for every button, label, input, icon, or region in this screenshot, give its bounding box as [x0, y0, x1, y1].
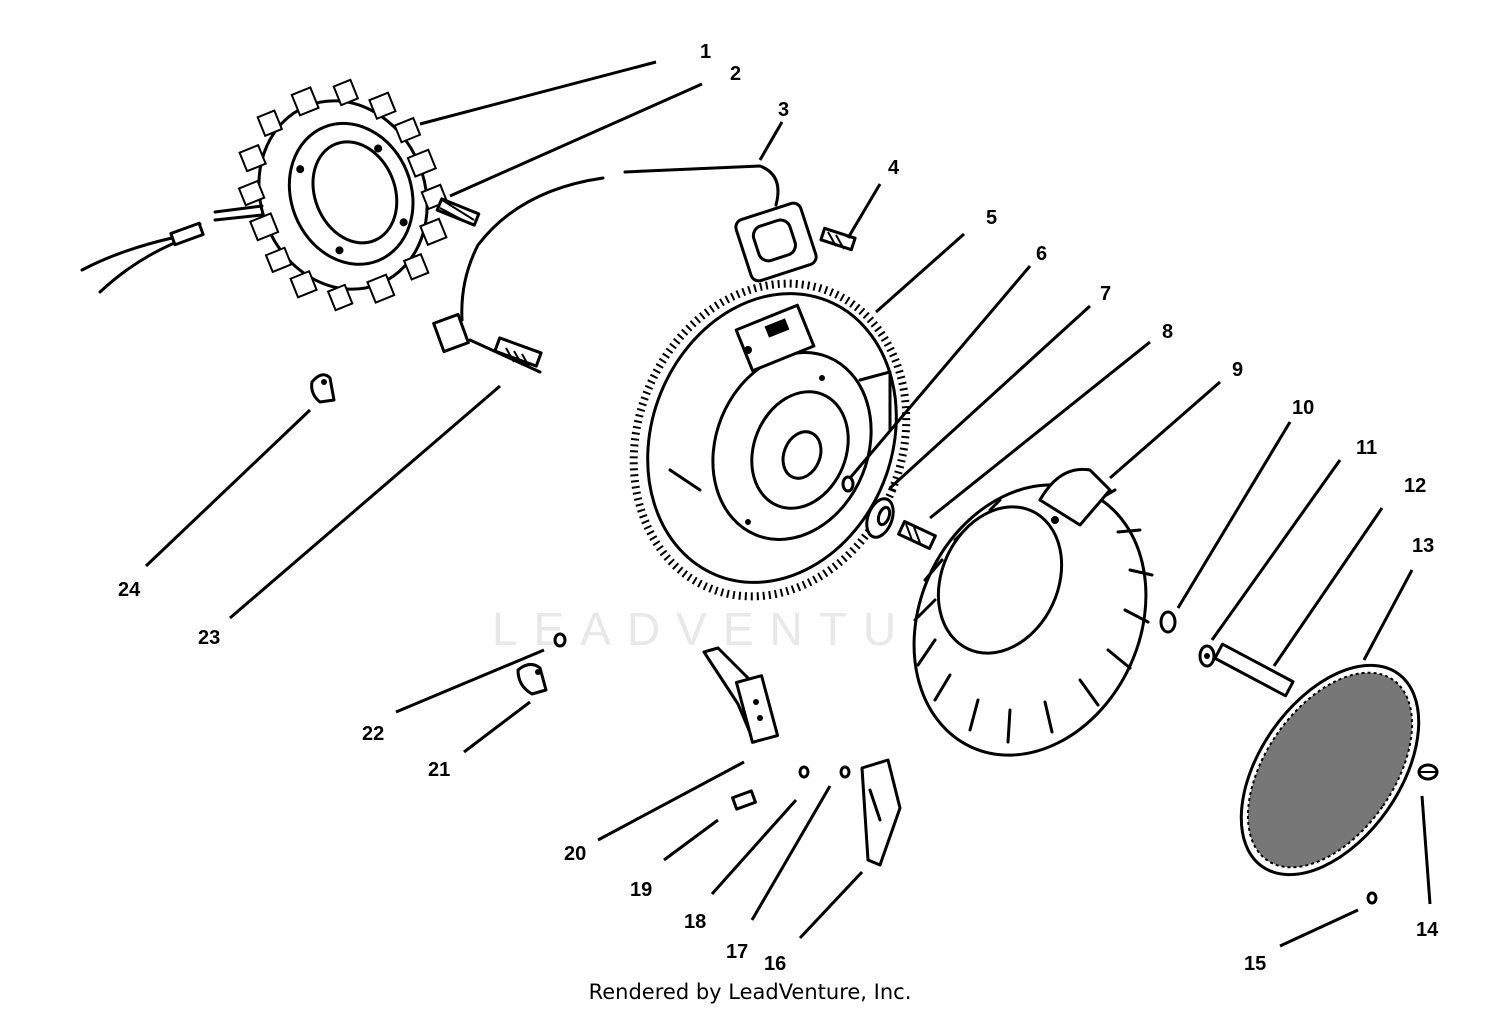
part-washer-10 [1159, 610, 1177, 634]
leader-17 [750, 785, 832, 921]
callout-1: 1 [700, 41, 711, 63]
footer-credit: Rendered by LeadVenture, Inc. [588, 980, 912, 1004]
callout-23: 23 [198, 627, 220, 649]
callout-10: 10 [1292, 397, 1314, 419]
leader-7 [888, 304, 1092, 490]
leader-24 [144, 408, 312, 568]
part-bolt-8 [897, 519, 937, 551]
callout-12: 12 [1404, 475, 1426, 497]
leader-23 [229, 384, 501, 620]
callout-5: 5 [986, 207, 997, 229]
leader-9 [1109, 380, 1221, 480]
part-bolt-2 [435, 197, 481, 227]
leader-21 [463, 700, 531, 754]
part-nut-18 [798, 765, 810, 779]
callout-21: 21 [428, 759, 450, 781]
callout-20: 20 [564, 843, 586, 865]
callout-16: 16 [764, 953, 786, 975]
callout-15: 15 [1244, 953, 1266, 975]
callout-4: 4 [888, 157, 900, 179]
callout-3: 3 [778, 99, 789, 121]
leader-16 [798, 870, 864, 940]
part-nut-15 [1366, 891, 1378, 905]
part-screen [1239, 663, 1421, 877]
callout-17: 17 [726, 941, 748, 963]
callout-2: 2 [730, 63, 741, 85]
leader-1 [419, 60, 657, 126]
part-bracket-20 [702, 646, 780, 744]
leader-20 [597, 760, 745, 842]
callout-14: 14 [1416, 919, 1439, 941]
part-fan [912, 467, 1154, 757]
callout-19: 19 [630, 879, 652, 901]
part-bracket-16 [860, 758, 902, 867]
watermark-text: LEADVENTURE [492, 603, 1008, 655]
callout-11: 11 [1356, 437, 1377, 459]
part-screw-14 [1417, 763, 1439, 781]
part-clip-24 [310, 373, 336, 404]
callout-13: 13 [1412, 535, 1434, 557]
leader-19 [663, 818, 719, 862]
leader-2 [449, 82, 703, 198]
part-bolt-4 [819, 226, 857, 252]
callout-24: 24 [118, 579, 141, 601]
leader-15 [1279, 908, 1359, 948]
part-clip-21 [516, 663, 548, 696]
leader-4 [846, 183, 882, 239]
callout-6: 6 [1036, 243, 1047, 265]
leader-lines [144, 60, 1432, 948]
leader-5 [875, 232, 965, 314]
leader-8 [929, 340, 1151, 520]
leader-12 [1272, 507, 1384, 667]
callout-7: 7 [1100, 283, 1111, 305]
leader-18 [710, 799, 798, 895]
leader-22 [395, 648, 545, 714]
callout-9: 9 [1232, 359, 1243, 381]
part-key-6 [841, 475, 855, 493]
callout-labels: 1 2 3 4 5 6 7 8 9 10 11 12 13 14 15 16 1… [118, 41, 1439, 975]
leader-11 [1210, 459, 1342, 641]
part-ignition-module [432, 164, 818, 374]
leader-3 [758, 121, 784, 161]
callout-8: 8 [1162, 321, 1173, 343]
leader-13 [1362, 569, 1414, 661]
callout-22: 22 [362, 723, 384, 745]
leader-6 [848, 265, 1032, 479]
part-washer-7 [865, 497, 895, 539]
part-flywheel [629, 279, 911, 601]
leader-14 [1420, 795, 1432, 905]
part-screw-19 [731, 789, 757, 811]
part-shaft-12 [1213, 642, 1295, 698]
part-nut-17 [839, 765, 851, 779]
part-nut-22 [553, 632, 567, 648]
callout-18: 18 [684, 911, 706, 933]
part-washer-11 [1198, 644, 1216, 668]
leader-10 [1176, 421, 1292, 609]
part-stator [80, 78, 449, 312]
